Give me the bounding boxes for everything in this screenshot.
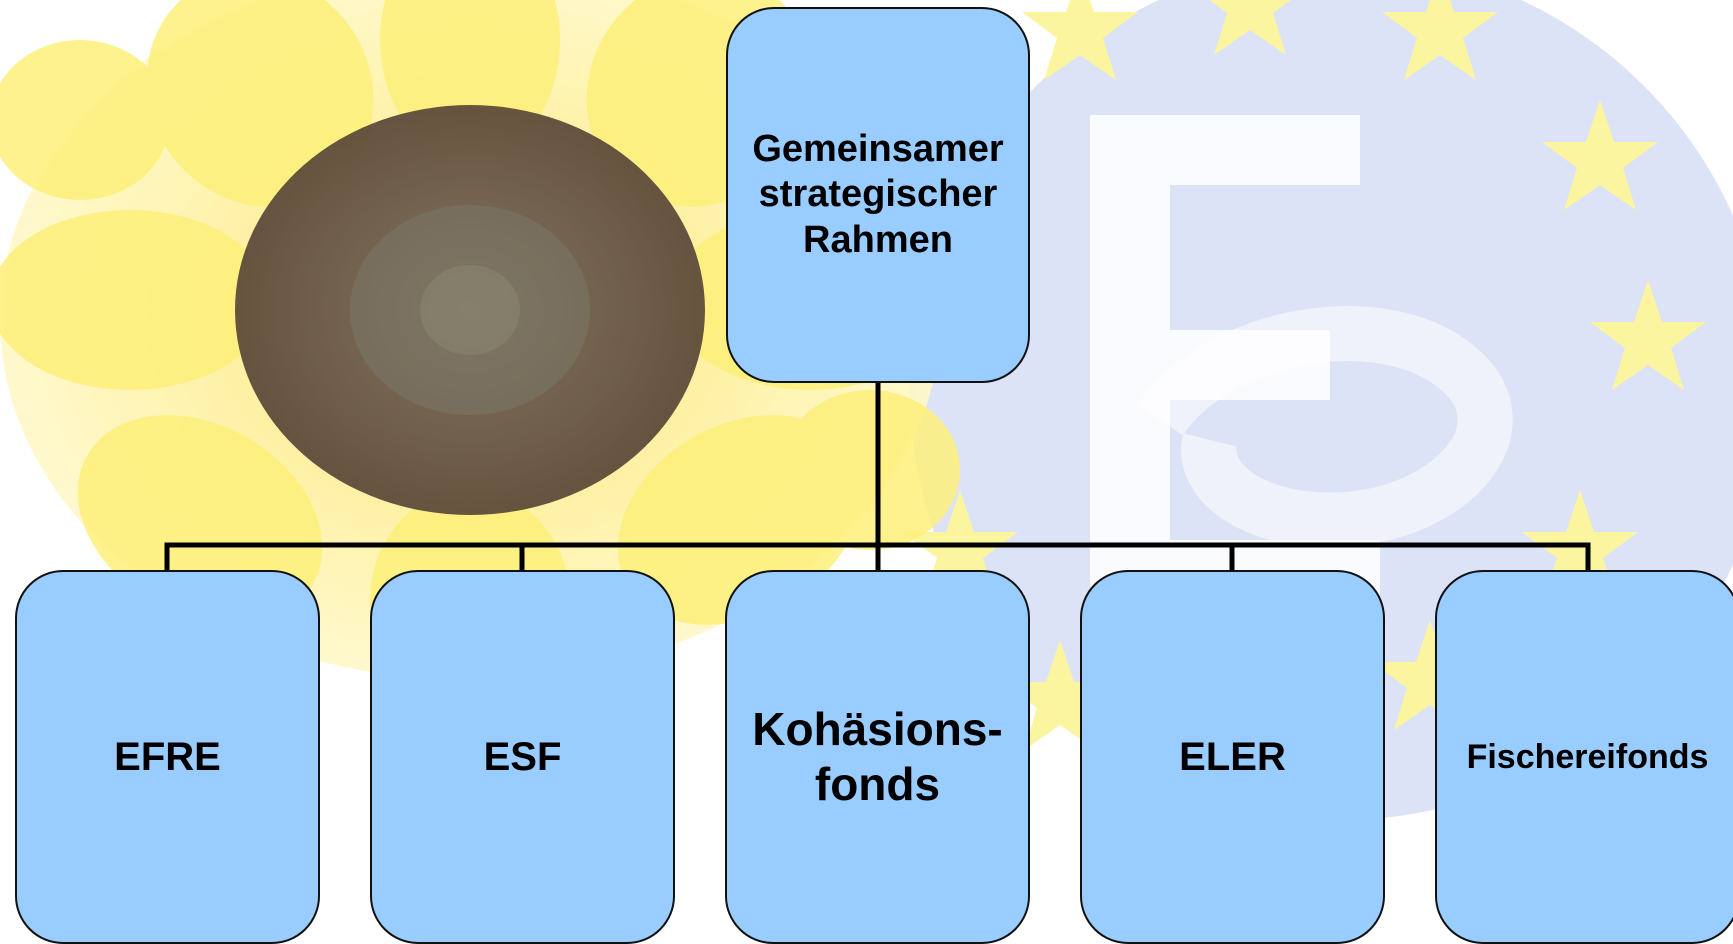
node-label: Fischereifonds (1466, 737, 1709, 776)
node-gemeinsamer-strategischer-rahmen[interactable]: Gemeinsamer strategischer Rahmen (726, 7, 1030, 383)
node-label: ELER (1179, 735, 1286, 779)
node-efre[interactable]: EFRE (15, 570, 320, 944)
node-esf[interactable]: ESF (370, 570, 675, 944)
node-eler[interactable]: ELER (1080, 570, 1385, 944)
node-label: Gemeinsamer strategischer Rahmen (752, 127, 1004, 261)
node-label: Kohäsions- fonds (752, 702, 1003, 810)
node-kohaesionsfonds[interactable]: Kohäsions- fonds (725, 570, 1030, 944)
node-fischereifonds[interactable]: Fischereifonds (1435, 570, 1733, 944)
node-label: EFRE (114, 735, 221, 779)
node-label: ESF (483, 735, 562, 779)
